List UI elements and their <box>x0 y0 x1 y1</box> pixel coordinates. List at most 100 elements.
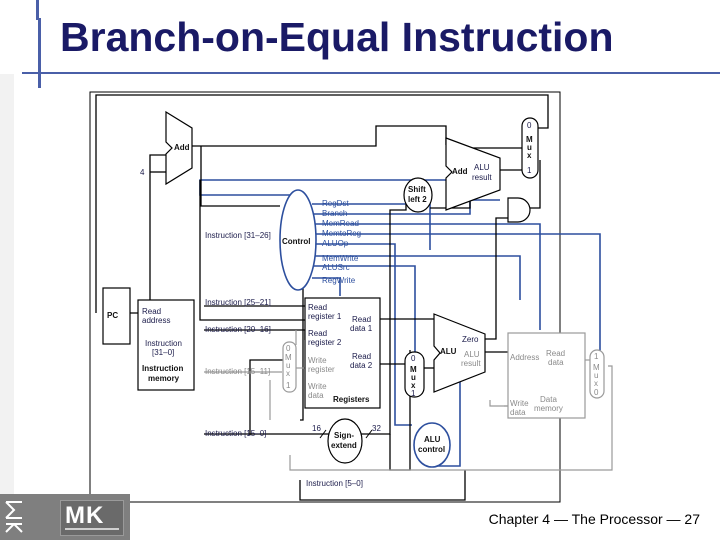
alu-result-1: ALU <box>464 350 480 359</box>
slide-footer: Chapter 4 — The Processor — 27 <box>488 511 700 527</box>
main-alu <box>433 313 486 393</box>
dmem-read-2: data <box>548 358 564 367</box>
control-unit <box>279 189 317 291</box>
pc-mux-x: x <box>527 151 532 160</box>
reg-read-data2-2: data 2 <box>350 361 373 370</box>
alusrc-mux-u: u <box>411 373 416 382</box>
imem-read-address-2: address <box>142 316 170 325</box>
logo-side-mark <box>5 501 23 533</box>
memtoreg-mux-x: x <box>594 379 598 388</box>
reg-write-data-1: Write <box>308 382 327 391</box>
diagram-frame <box>89 91 561 503</box>
alusrc-mux-1: 1 <box>411 389 416 398</box>
branch-adder-label: Add <box>452 167 468 176</box>
pc-mux-m: M <box>526 135 533 144</box>
sig-memread: MemRead <box>322 219 359 228</box>
sign-extend-label-1: Sign- <box>334 431 354 440</box>
sig-regdst: RegDst <box>322 199 349 208</box>
alusrc-mux-m: M <box>410 365 417 374</box>
alu-control-unit <box>413 422 451 468</box>
dmem-name-2: memory <box>534 404 563 413</box>
logo-text: MK <box>65 502 105 529</box>
reg-write-reg-2: register <box>308 365 335 374</box>
sig-alusrc: ALUSrc <box>322 263 350 272</box>
sig-regwrite: RegWrite <box>322 276 356 285</box>
sig-memtoreg: MemtoReg <box>322 229 361 238</box>
pc-mux-u: u <box>527 143 532 152</box>
inactive-wires <box>204 330 613 471</box>
branch-adder-result-line2: result <box>472 173 492 182</box>
reg-read-reg1-1: Read <box>308 303 327 312</box>
memtoreg-mux-1: 1 <box>594 352 599 361</box>
control-wires <box>199 179 601 467</box>
shift-left-2 <box>403 177 433 213</box>
reg-read-reg2-2: register 2 <box>308 338 342 347</box>
dmem-write-1: Write <box>510 399 529 408</box>
regdst-mux <box>282 341 297 393</box>
title-accent-bar-vertical <box>38 18 41 88</box>
register-file <box>304 297 381 409</box>
pc-mux-0: 0 <box>527 121 532 130</box>
sig-aluop: ALUOp <box>322 239 349 248</box>
imem-read-address-1: Read <box>142 307 161 316</box>
regdst-mux-x: x <box>286 369 290 378</box>
instr-31-26: Instruction [31–26] <box>205 231 271 240</box>
shift-label-line2: left 2 <box>408 195 427 204</box>
bits-32-label: 32 <box>372 424 381 433</box>
pc-mux <box>521 117 539 179</box>
branch-adder-result-line1: ALU <box>474 163 490 172</box>
instr-20-16: Instruction [20–16] <box>205 325 271 334</box>
imem-instr-2: [31–0] <box>152 348 174 357</box>
alu-zero-label: Zero <box>462 335 479 344</box>
branch-adder <box>445 137 501 211</box>
reg-read-data1-2: data 1 <box>350 324 373 333</box>
logo-underline <box>65 528 119 530</box>
alu-control-label-2: control <box>418 445 445 454</box>
memtoreg-mux <box>589 349 605 399</box>
sig-branch: Branch <box>322 209 347 218</box>
instr-15-0: Instruction [15–0] <box>205 429 266 438</box>
alu-result-2: result <box>461 359 481 368</box>
alusrc-mux <box>404 351 425 398</box>
control-label: Control <box>282 237 310 246</box>
slide-title: Branch-on-Equal Instruction <box>60 14 614 60</box>
title-accent-bar-top <box>36 0 39 20</box>
memtoreg-mux-m: M <box>593 363 600 372</box>
logo-box: MK <box>60 500 124 536</box>
regdst-mux-0: 0 <box>286 344 291 353</box>
publisher-logo: MK <box>0 494 130 540</box>
instruction-field-labels: Instruction [31–26] Instruction [25–21] … <box>205 231 363 488</box>
sign-extend-unit <box>327 418 363 464</box>
pc-adder-label: Add <box>174 143 190 152</box>
constant-four-label: 4 <box>140 168 145 177</box>
left-margin-strip <box>0 74 14 494</box>
pc-adder <box>165 110 193 186</box>
dmem-name-1: Data <box>540 395 557 404</box>
dmem-address: Address <box>510 353 539 362</box>
instruction-memory <box>137 299 195 391</box>
regdst-mux-u: u <box>286 361 290 370</box>
regdst-mux-m: M <box>285 353 292 362</box>
instr-15-11: Instruction [15–11] <box>205 367 270 376</box>
memtoreg-mux-u: u <box>594 371 598 380</box>
alu-control-label-1: ALU <box>424 435 441 444</box>
bits-16-label: 16 <box>312 424 321 433</box>
shift-label-line1: Shift <box>408 185 426 194</box>
reg-read-data1-1: Read <box>352 315 371 324</box>
alu-label: ALU <box>440 347 457 356</box>
registers-label: Registers <box>333 395 370 404</box>
reg-write-reg-1: Write <box>308 356 327 365</box>
sign-extend-label-2: extend <box>331 441 357 450</box>
data-memory <box>507 332 586 419</box>
datapath-wires <box>95 94 549 501</box>
reg-write-data-2: data <box>308 391 324 400</box>
pc-mux-1: 1 <box>527 166 532 175</box>
instr-25-21: Instruction [25–21] <box>205 298 271 307</box>
memtoreg-mux-0: 0 <box>594 388 599 397</box>
reg-read-data2-1: Read <box>352 352 371 361</box>
regdst-mux-1: 1 <box>286 381 291 390</box>
alusrc-mux-0: 0 <box>411 354 416 363</box>
pc-register <box>102 287 131 345</box>
imem-name-1: Instruction <box>142 364 183 373</box>
